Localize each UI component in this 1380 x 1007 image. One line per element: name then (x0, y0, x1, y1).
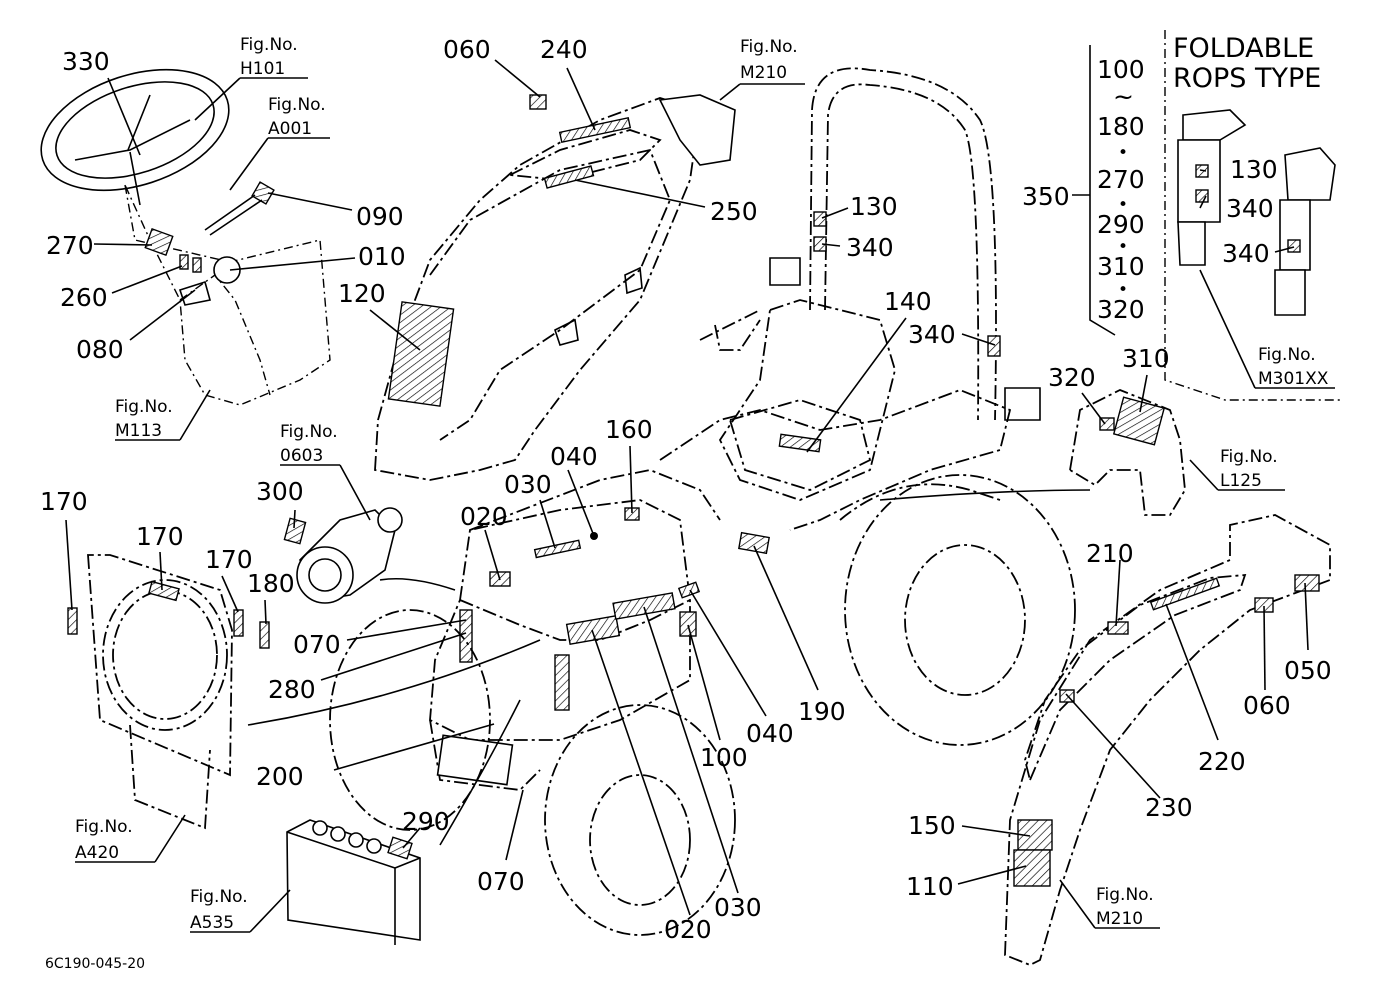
right-fender (1004, 514, 1331, 966)
fig-prefix-a001: Fig.No. (268, 95, 326, 115)
label-090: 090 (356, 202, 404, 231)
fig-ref-m301xx: M301XX (1258, 369, 1329, 389)
label-190: 190 (798, 697, 846, 726)
fig-prefix-a535: Fig.No. (190, 887, 248, 907)
label-150: 150 (908, 811, 956, 840)
fig-prefix-0603: Fig.No. (280, 422, 338, 442)
foldable-rops-title-line2: ROPS TYPE (1173, 63, 1321, 94)
left-fender (374, 94, 736, 481)
label-340-rops-a: 340 (1226, 194, 1274, 223)
label-280: 280 (268, 675, 316, 704)
label-170-a: 170 (40, 487, 88, 516)
fig-ref-a001: A001 (268, 119, 312, 139)
label-330: 330 (62, 47, 110, 76)
label-040-bottom: 040 (746, 719, 794, 748)
group-350-m0: 100 (1097, 55, 1145, 84)
fig-ref-h101: H101 (240, 59, 285, 79)
label-270: 270 (46, 231, 94, 260)
label-170-b: 170 (136, 522, 184, 551)
fig-ref-m210-bottom: M210 (1096, 909, 1143, 929)
label-100: 100 (700, 743, 748, 772)
label-340-frame-b: 340 (908, 320, 956, 349)
label-200: 200 (256, 762, 304, 791)
air-cleaner (283, 507, 403, 604)
foldable-rops-title-line1: FOLDABLE (1173, 33, 1314, 64)
group-350-m8: 310 (1097, 252, 1145, 281)
label-130-frame: 130 (850, 192, 898, 221)
label-030-bottom: 030 (714, 893, 762, 922)
battery (286, 819, 421, 945)
group-350-m4: 270 (1097, 165, 1145, 194)
label-240: 240 (540, 35, 588, 64)
group-350-m6: 290 (1097, 210, 1145, 239)
label-310: 310 (1122, 344, 1170, 373)
wheels (329, 474, 1076, 936)
fig-prefix-a420: Fig.No. (75, 817, 133, 837)
label-160: 160 (605, 415, 653, 444)
group-350-m10: 320 (1097, 295, 1145, 324)
label-300: 300 (256, 477, 304, 506)
group-350-m9: • (1118, 280, 1128, 300)
label-350: 350 (1022, 182, 1070, 211)
fig-ref-0603: 0603 (280, 446, 323, 466)
group-350-m1: ~ (1113, 82, 1134, 111)
fig-prefix-m210-top: Fig.No. (740, 37, 798, 57)
fig-prefix-m301xx: Fig.No. (1258, 345, 1316, 365)
label-070-top: 070 (293, 630, 341, 659)
label-260: 260 (60, 283, 108, 312)
rops-frame-seat (659, 67, 1041, 531)
group-350-m7: • (1118, 237, 1128, 257)
label-060-top: 060 (443, 35, 491, 64)
tractor-body (429, 469, 770, 791)
label-180: 180 (247, 569, 295, 598)
label-230: 230 (1145, 793, 1193, 822)
fig-ref-m113: M113 (115, 421, 162, 441)
label-250: 250 (710, 197, 758, 226)
label-040-top: 040 (550, 442, 598, 471)
fig-prefix-m113: Fig.No. (115, 397, 173, 417)
callout-lines (65, 45, 1309, 916)
group-350-m2: 180 (1097, 112, 1145, 141)
fig-ref-a420: A420 (75, 843, 119, 863)
label-020-bottom: 020 (664, 915, 712, 944)
label-340-frame-a: 340 (846, 233, 894, 262)
label-130-rops: 130 (1230, 155, 1278, 184)
steering-dash-assembly (40, 68, 331, 406)
label-170-c: 170 (205, 545, 253, 574)
fig-ref-a535: A535 (190, 913, 234, 933)
label-070-bottom: 070 (477, 867, 525, 896)
label-010: 010 (358, 242, 406, 271)
label-030-top: 030 (504, 470, 552, 499)
group-350-m3: • (1118, 143, 1128, 163)
label-050: 050 (1284, 656, 1332, 685)
foldable-rops-detail (1164, 30, 1340, 401)
front-grille (67, 554, 270, 830)
fig-ref-m210-top: M210 (740, 63, 787, 83)
label-080: 080 (76, 335, 124, 364)
label-110: 110 (906, 872, 954, 901)
group-350-m5: • (1118, 195, 1128, 215)
label-220: 220 (1198, 747, 1246, 776)
label-120: 120 (338, 279, 386, 308)
fig-prefix-h101: Fig.No. (240, 35, 298, 55)
fig-ref-leaders (75, 77, 1335, 933)
fig-ref-l125: L125 (1220, 471, 1262, 491)
drawing-code: 6C190-045-20 (45, 956, 145, 972)
fig-prefix-m210-bottom: Fig.No. (1096, 885, 1154, 905)
label-340-rops-b: 340 (1222, 239, 1270, 268)
label-320: 320 (1048, 363, 1096, 392)
label-060-bottom: 060 (1243, 691, 1291, 720)
rear-rops-bracket (1069, 389, 1186, 516)
label-290: 290 (402, 807, 450, 836)
label-140: 140 (884, 287, 932, 316)
fig-prefix-l125: Fig.No. (1220, 447, 1278, 467)
label-020-top: 020 (460, 502, 508, 531)
label-210: 210 (1086, 539, 1134, 568)
